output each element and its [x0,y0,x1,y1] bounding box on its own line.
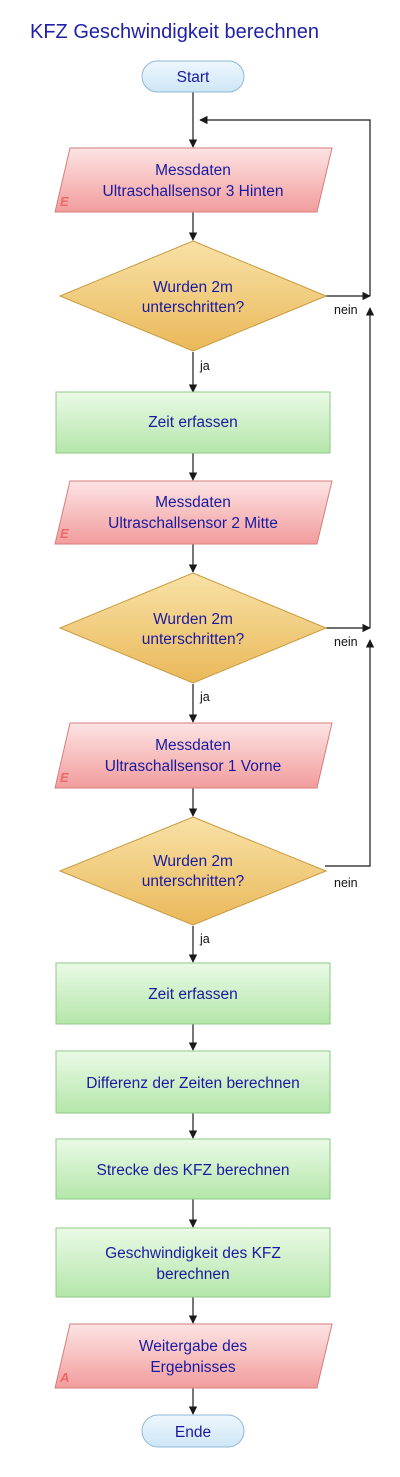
process-distance: Strecke des KFZ berechnen [55,1138,331,1200]
process-time-1-label: Zeit erfassen [148,414,238,431]
end-label: Ende [175,1424,211,1441]
loop-return-top [199,115,371,296]
input-sensor2: Messdaten Ultraschallsensor 2 Mitte E [54,480,333,545]
decision-3-no-label: nein [334,876,358,890]
process-speed: Geschwindigkeit des KFZ berechnen [55,1227,331,1298]
input-sensor1: Messdaten Ultraschallsensor 1 Vorne E [54,722,333,789]
process-time-1: Zeit erfassen [55,391,331,454]
input-sensor3: Messdaten Ultraschallsensor 3 Hinten E [54,147,333,213]
decision-1: Wurden 2m unterschritten? [58,240,328,352]
decision-1-no-label: nein [334,303,358,317]
output-marker-icon: A [59,1370,69,1385]
decision-3-line1: Wurden 2m [153,853,233,870]
input-sensor1-line1: Messdaten [155,737,231,754]
decision-1-line2: unterschritten? [142,299,245,316]
process-time-2-label: Zeit erfassen [148,986,238,1003]
input-sensor3-line2: Ultraschallsensor 3 Hinten [103,183,284,200]
process-difference: Differenz der Zeiten berechnen [55,1050,331,1114]
decision-1-line1: Wurden 2m [153,279,233,296]
decision-2-line1: Wurden 2m [153,611,233,628]
input-marker-icon: E [60,770,69,785]
output-result-line2: Ergebnisses [150,1359,236,1376]
input-sensor2-line1: Messdaten [155,494,231,511]
start-label: Start [177,69,210,86]
decision-2-line2: unterschritten? [142,631,245,648]
process-distance-label: Strecke des KFZ berechnen [97,1162,290,1179]
input-sensor3-line1: Messdaten [155,162,231,179]
end-terminal: Ende [141,1414,245,1448]
process-speed-line2: berechnen [156,1266,229,1283]
decision-3: Wurden 2m unterschritten? [58,816,328,926]
input-marker-icon: E [60,194,69,209]
decision-2-no-label: nein [334,635,358,649]
output-result: Weitergabe des Ergebnisses A [54,1323,333,1389]
start-terminal: Start [141,60,245,93]
process-difference-label: Differenz der Zeiten berechnen [86,1075,299,1092]
decision-2: Wurden 2m unterschritten? [58,572,328,684]
process-speed-line1: Geschwindigkeit des KFZ [105,1245,281,1262]
decision-3-line2: unterschritten? [142,873,245,890]
diagram-title: KFZ Geschwindigkeit berechnen [30,21,319,43]
decision-3-yes-label: ja [199,932,210,946]
input-sensor2-line2: Ultraschallsensor 2 Mitte [108,515,278,532]
process-time-2: Zeit erfassen [55,962,331,1025]
decision-1-yes-label: ja [199,359,210,373]
edge-decision3-no [325,639,375,867]
connectors [188,92,375,1415]
input-sensor1-line2: Ultraschallsensor 1 Vorne [105,758,282,775]
input-marker-icon: E [60,526,69,541]
decision-2-yes-label: ja [199,690,210,704]
output-result-line1: Weitergabe des [139,1338,248,1355]
